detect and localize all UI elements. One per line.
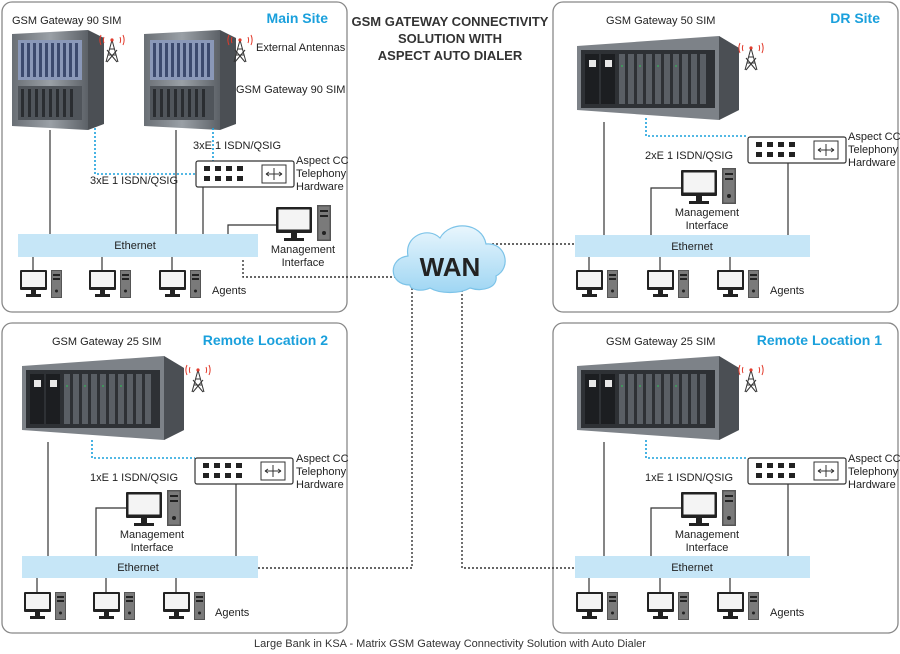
dr-aspect-label-3: Hardware (848, 157, 896, 169)
remote-2-agents-label: Agents (215, 607, 250, 619)
dr-site-title: DR Site (830, 10, 880, 26)
remote-1-aspect-label-3: Hardware (848, 479, 896, 491)
diagram-caption: Large Bank in KSA - Matrix GSM Gateway C… (254, 638, 646, 650)
wan-cloud-icon (392, 225, 506, 294)
remote-1-mgmt-label-1: Management (675, 529, 739, 541)
remote-1-isdn-label: 1xE 1 ISDN/QSIG (645, 472, 733, 484)
dr-mgmt-label-1: Management (675, 207, 739, 219)
remote-1-ethernet-bar (575, 556, 810, 578)
dr-aspect-hardware-icon (747, 136, 847, 164)
dr-agents-label: Agents (770, 285, 805, 297)
main-ethernet-label: Ethernet (114, 240, 156, 252)
remote-1-wire-mgmt (650, 507, 681, 556)
remote-2-ethernet-label: Ethernet (117, 562, 159, 574)
main-site-title: Main Site (267, 10, 329, 26)
diagram-title-line-1: GSM GATEWAY CONNECTIVITY (352, 14, 549, 29)
main-gateway-1-label: GSM Gateway 90 SIM (12, 15, 121, 27)
wan-link-main (242, 260, 410, 278)
main-mgmt-label-1: Management (271, 244, 335, 256)
remote-1-gsm-gateway-25-sim-icon (577, 356, 739, 440)
remote-2-aspect-hardware-icon (194, 457, 294, 485)
main-aspect-label-3: Hardware (296, 181, 344, 193)
wan-link-remote-1 (461, 282, 575, 569)
remote-1-isdn-link (645, 440, 748, 459)
diagram-title-line-3: ASPECT AUTO DIALER (378, 48, 523, 63)
dr-wire-mgmt (650, 187, 681, 235)
main-mgmt-label-2: Interface (282, 257, 325, 269)
main-gateway-2-label: GSM Gateway 90 SIM (236, 84, 345, 96)
dr-gateway-label: GSM Gateway 50 SIM (606, 15, 715, 27)
remote-2-title: Remote Location 2 (203, 332, 328, 348)
main-wire-mgmt (227, 224, 276, 234)
gsm-gateway-50-sim-icon (577, 36, 739, 120)
main-ethernet-bar (18, 234, 258, 257)
dr-isdn-label: 2xE 1 ISDN/QSIG (645, 150, 733, 162)
remote-1-mgmt-label-2: Interface (686, 542, 729, 554)
main-aspect-hardware-icon (195, 160, 295, 188)
remote-2-gsm-gateway-25-sim-icon (22, 356, 184, 440)
main-isdn-label-2: 3xE 1 ISDN/QSIG (193, 140, 281, 152)
remote-2-aspect-label-3: Hardware (296, 479, 344, 491)
remote-2-aspect-label-2: Telephony (296, 466, 347, 478)
wan-link-remote-2 (258, 282, 413, 569)
remote-2-ethernet-bar (22, 556, 258, 578)
external-antennas-label: External Antennas (256, 42, 346, 54)
main-aspect-label-2: Telephony (296, 168, 347, 180)
main-isdn-link-1 (94, 128, 196, 175)
diagram-title-line-2: SOLUTION WITH (398, 31, 502, 46)
dr-mgmt-label-2: Interface (686, 220, 729, 232)
remote-1-gateway-label: GSM Gateway 25 SIM (606, 336, 715, 348)
dr-isdn-link (645, 118, 748, 137)
remote-2-wire-mgmt (95, 507, 126, 556)
dr-aspect-label-2: Telephony (848, 144, 899, 156)
dr-ethernet-bar (575, 235, 810, 257)
remote-1-aspect-hardware-icon (747, 457, 847, 485)
main-isdn-label-1: 3xE 1 ISDN/QSIG (90, 175, 178, 187)
remote-2-isdn-label: 1xE 1 ISDN/QSIG (90, 472, 178, 484)
remote-1-title: Remote Location 1 (757, 332, 882, 348)
main-agents-label: Agents (212, 285, 247, 297)
gsm-gateway-90-sim-1-icon (12, 30, 104, 130)
remote-1-aspect-label-2: Telephony (848, 466, 899, 478)
dr-ethernet-label: Ethernet (671, 241, 713, 253)
remote-2-aspect-label-1: Aspect CC (296, 453, 349, 465)
remote-1-agents-label: Agents (770, 607, 805, 619)
remote-1-aspect-label-1: Aspect CC (848, 453, 900, 465)
remote-2-mgmt-label-2: Interface (131, 542, 174, 554)
main-aspect-label-1: Aspect CC (296, 155, 349, 167)
remote-2-isdn-link (91, 440, 195, 459)
dr-aspect-label-1: Aspect CC (848, 131, 900, 143)
remote-2-mgmt-label-1: Management (120, 529, 184, 541)
remote-1-ethernet-label: Ethernet (671, 562, 713, 574)
wan-label: WAN (420, 252, 481, 282)
gsm-gateway-90-sim-2-icon (144, 30, 236, 130)
remote-2-gateway-label: GSM Gateway 25 SIM (52, 336, 161, 348)
